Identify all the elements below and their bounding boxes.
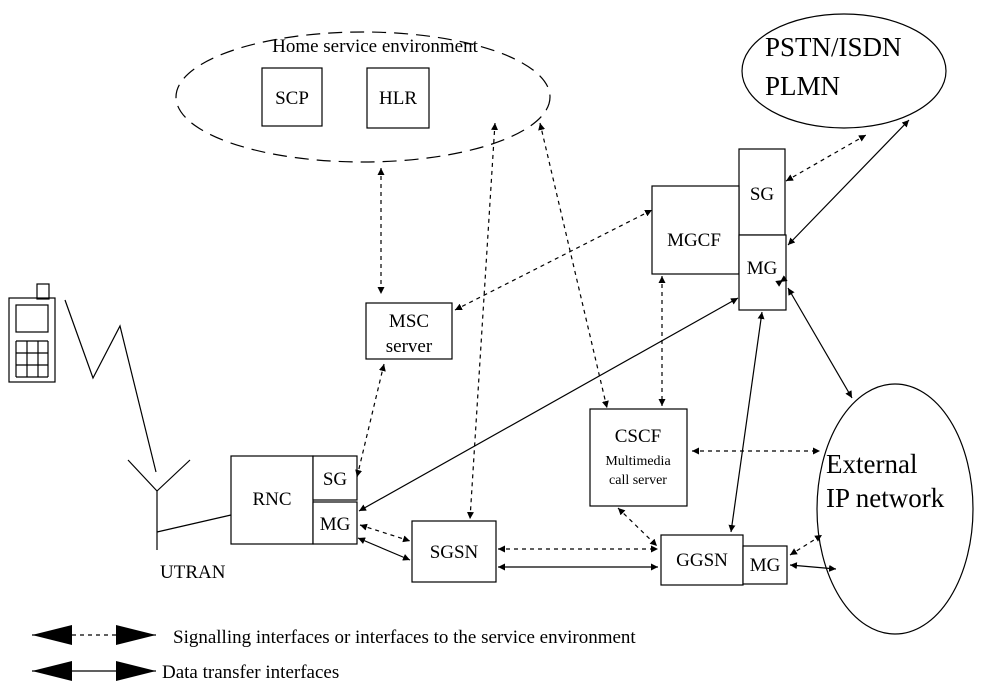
sgsn-label: SGSN — [430, 542, 479, 563]
mgcf-label: MGCF — [667, 230, 721, 251]
ggsn-label: GGSN — [676, 550, 728, 571]
mg-top-box — [738, 234, 787, 311]
legend-signalling-label: Signalling interfaces or interfaces to t… — [173, 627, 636, 648]
rnc-label: RNC — [252, 489, 291, 510]
pstn-label-line1: PSTN/ISDN — [765, 32, 902, 62]
home-service-environment-cloud — [175, 31, 551, 163]
mg-rnc-sgsn-signalling — [359, 523, 411, 543]
hlr-label: HLR — [379, 88, 417, 109]
rnc-mg-top-data — [358, 297, 739, 512]
msc-mgcf-signalling — [454, 209, 653, 311]
mg-ggsn-external-signalling — [789, 534, 823, 556]
sg-top-box — [738, 148, 786, 236]
sg-rnc-box — [312, 455, 358, 501]
hlr-box — [366, 67, 430, 129]
ggsn-box — [660, 534, 744, 586]
scp-label: SCP — [275, 88, 309, 109]
data-connections — [357, 119, 910, 572]
sg-pstn-signalling — [785, 134, 867, 182]
mg-rnc-sgsn-data — [357, 537, 411, 561]
scp-box — [261, 67, 323, 127]
sg-rnc-label: SG — [323, 469, 348, 490]
home-cscf-signalling — [538, 122, 609, 409]
external-ip-label-line1: External — [826, 449, 917, 479]
cscf-label-line2: Multimedia — [605, 454, 671, 469]
legend: Signalling interfaces or interfaces to t… — [32, 625, 636, 683]
mg-pstn-data — [787, 119, 910, 246]
legend-data-label: Data transfer interfaces — [162, 662, 339, 683]
mg-top-ggsn-data — [728, 311, 765, 533]
home-sgsn-signalling — [466, 122, 499, 520]
msc-sg-rnc-signalling — [355, 363, 386, 478]
msc-label-line1: MSC — [389, 311, 429, 332]
cscf-label-line1: CSCF — [615, 426, 661, 447]
mg-top-label: MG — [747, 258, 778, 279]
utran-label: UTRAN — [160, 562, 226, 583]
mgcf-box — [651, 185, 740, 275]
cscf-label-line3: call server — [609, 473, 667, 488]
home-service-environment-label: Home service environment — [272, 36, 478, 57]
pstn-label-line2: PLMN — [765, 71, 840, 101]
mg-rnc-box — [312, 501, 358, 545]
mg-ggsn-label: MG — [750, 555, 781, 576]
mg-ggsn-box — [742, 545, 788, 585]
msc-label-line2: server — [386, 336, 433, 357]
mg-ggsn-external-data — [789, 562, 837, 572]
mg-top-external-data — [787, 287, 853, 399]
sg-top-label: SG — [750, 184, 775, 205]
sgsn-box — [411, 520, 497, 583]
external-ip-network-cloud — [816, 383, 974, 635]
mobile-phone-icon — [8, 283, 56, 383]
antenna-icon — [127, 459, 232, 550]
cscf-ggsn-signalling — [617, 507, 658, 547]
radio-link-icon — [64, 299, 157, 473]
external-ip-label-line2: IP network — [826, 483, 945, 513]
mg-rnc-label: MG — [320, 514, 351, 535]
